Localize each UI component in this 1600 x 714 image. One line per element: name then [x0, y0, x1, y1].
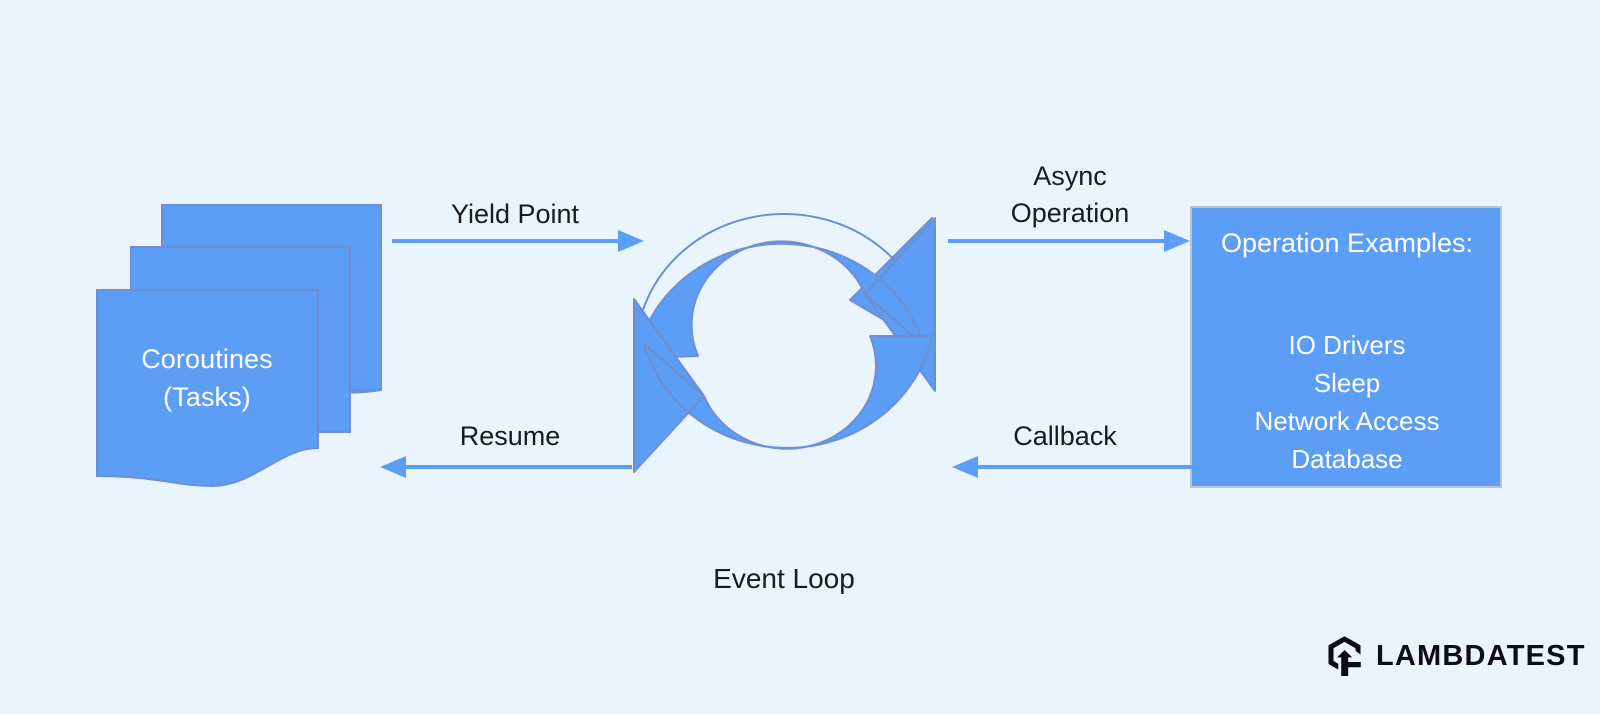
arrowhead-left	[952, 456, 978, 478]
operation-examples-list: IO Drivers Sleep Network Access Database	[1192, 326, 1502, 478]
list-item: Sleep	[1313, 368, 1381, 398]
loop-arc-top-solid	[635, 217, 936, 392]
arrowhead-right	[1164, 230, 1190, 252]
lambdatest-wordmark: LAMBDATEST	[1376, 640, 1586, 672]
arrowhead-left	[380, 456, 406, 478]
list-item: Network Access	[1254, 406, 1440, 436]
arrow-yield-point	[392, 228, 644, 254]
event-loop-caption: Event Loop	[713, 563, 855, 594]
edge-label-callback: Callback	[1013, 421, 1117, 451]
edge-label-resume: Resume	[459, 421, 561, 451]
list-item: Database	[1291, 444, 1403, 474]
list-item: IO Drivers	[1288, 330, 1406, 360]
edge-label-async-operation: Async Operation	[1010, 161, 1130, 228]
event-loop-icon	[626, 196, 942, 492]
operation-examples-box	[1190, 206, 1502, 488]
loop-arc-bottom	[633, 298, 933, 473]
arrow-async-operation	[948, 228, 1190, 254]
arrow-resume	[380, 454, 632, 480]
lambdatest-logo: LAMBDATEST	[1325, 634, 1586, 678]
coroutines-node	[94, 200, 394, 495]
coroutines-card-front	[96, 289, 319, 488]
operation-examples-title: Operation Examples:	[1220, 228, 1474, 258]
arrowhead-right	[618, 230, 644, 252]
arrow-callback	[952, 454, 1192, 480]
lambdatest-hexagon-arrow-icon	[1328, 636, 1361, 676]
edge-label-yield-point: Yield Point	[450, 199, 580, 229]
